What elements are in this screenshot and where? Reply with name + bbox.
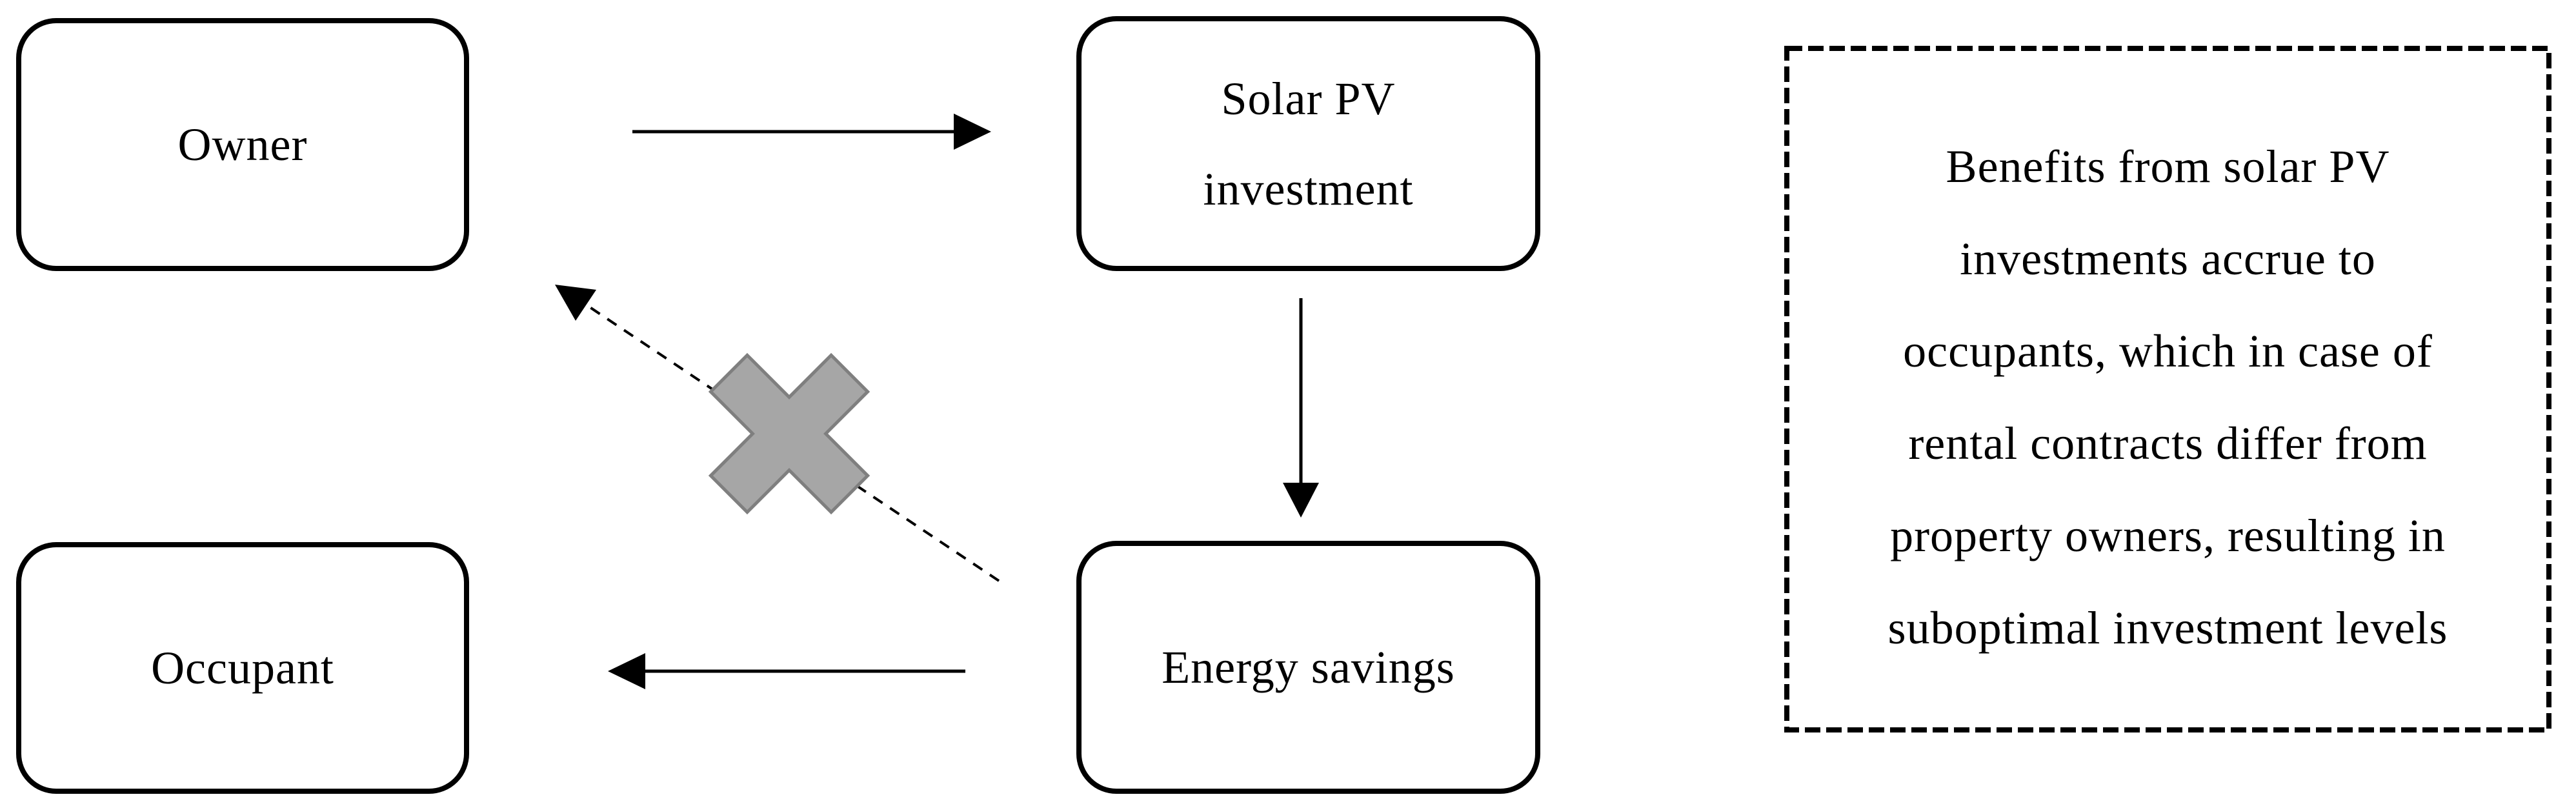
note-line-3: occupants, which in case of bbox=[1903, 325, 2433, 377]
node-energy-savings: Energy savings bbox=[1076, 541, 1540, 794]
note-line-5: property owners, resulting in bbox=[1890, 510, 2446, 561]
arrowhead-left-icon bbox=[608, 653, 645, 689]
node-solar-pv-label-line-1: Solar PV bbox=[1221, 72, 1396, 125]
node-occupant: Occupant bbox=[16, 542, 469, 794]
node-owner: Owner bbox=[16, 18, 469, 271]
note-text: Benefits from solar PV investments accru… bbox=[1789, 51, 2546, 727]
node-solar-pv-label-line-2: investment bbox=[1203, 163, 1414, 215]
node-occupant-label: Occupant bbox=[151, 642, 334, 694]
note-line-2: investments accrue to bbox=[1960, 233, 2376, 285]
arrow-energy-savings-to-occupant bbox=[608, 653, 965, 689]
note-line-6: suboptimal investment levels bbox=[1887, 602, 2448, 654]
node-owner-label: Owner bbox=[177, 119, 308, 170]
node-solar-pv-investment: Solar PV investment bbox=[1076, 16, 1540, 271]
arrowhead-up-left-icon bbox=[555, 285, 596, 321]
note-line-1: Benefits from solar PV bbox=[1946, 141, 2390, 192]
note-box-border bbox=[1784, 46, 2551, 732]
arrowhead-right-icon bbox=[954, 114, 991, 150]
blocked-x-icon bbox=[708, 352, 870, 515]
arrowhead-down-icon bbox=[1283, 483, 1319, 518]
note-line-4: rental contracts differ from bbox=[1908, 418, 2428, 469]
arrow-solar-pv-to-energy-savings bbox=[1283, 298, 1319, 518]
arrow-owner-to-solar-pv bbox=[632, 114, 991, 150]
node-energy-savings-label: Energy savings bbox=[1162, 641, 1455, 693]
